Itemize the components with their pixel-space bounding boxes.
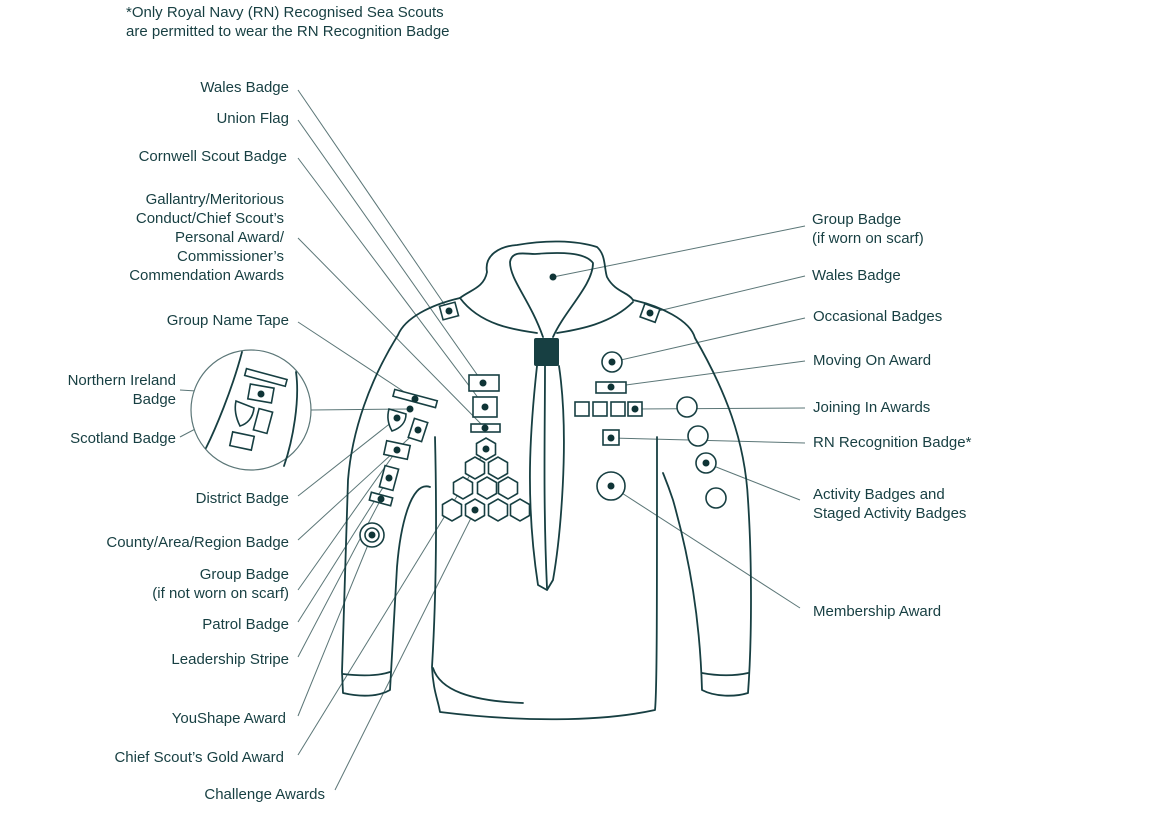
label-group-name-tape: Group Name Tape — [167, 312, 289, 329]
label-moving-on: Moving On Award — [813, 352, 931, 369]
hexagon-badge — [509, 498, 531, 522]
label-gallantry-5: Commendation Awards — [129, 267, 284, 284]
label-gallantry-2: Conduct/Chief Scout’s — [136, 210, 284, 227]
label-wales-badge-left: Wales Badge — [200, 79, 289, 96]
label-cornwell: Cornwell Scout Badge — [139, 148, 287, 165]
label-northern-ireland-1: Northern Ireland — [68, 372, 176, 389]
hexagon-badge — [497, 476, 519, 500]
label-gold: Chief Scout’s Gold Award — [114, 749, 284, 766]
note-line-2: are permitted to wear the RN Recognition… — [126, 23, 450, 40]
badge-dot — [471, 506, 479, 514]
label-scotland: Scotland Badge — [70, 430, 176, 447]
label-wales-badge-right: Wales Badge — [812, 267, 901, 284]
hexagon-badge — [464, 456, 486, 480]
label-leadership: Leadership Stripe — [171, 651, 289, 668]
hexagon-badge — [476, 476, 498, 500]
hexagon-badge — [452, 476, 474, 500]
label-membership: Membership Award — [813, 603, 941, 620]
label-occasional: Occasional Badges — [813, 308, 942, 325]
badges — [359, 273, 727, 548]
label-gallantry-1: Gallantry/Meritorious — [146, 191, 284, 208]
label-activity-2: Staged Activity Badges — [813, 505, 966, 522]
right-labels: Group Badge (if worn on scarf) Wales Bad… — [812, 211, 972, 620]
woggle — [534, 338, 559, 366]
label-county: County/Area/Region Badge — [106, 534, 289, 551]
shirt-outline — [341, 240, 752, 721]
hexagon-badge — [487, 456, 509, 480]
label-youshape: YouShape Award — [172, 710, 286, 727]
label-joining-in: Joining In Awards — [813, 399, 930, 416]
label-group-badge-right-1: Group Badge — [812, 211, 901, 228]
label-gallantry-4: Commissioner’s — [177, 248, 284, 265]
label-northern-ireland-2: Badge — [133, 391, 176, 408]
badge-dot — [482, 445, 490, 453]
label-group-badge-right-2: (if worn on scarf) — [812, 230, 924, 247]
label-union-flag: Union Flag — [216, 110, 289, 127]
inset-magnifier — [190, 349, 312, 471]
left-labels: Wales Badge Union Flag Cornwell Scout Ba… — [68, 79, 325, 803]
label-group-badge-left-2: (if not worn on scarf) — [152, 585, 289, 602]
note-line-1: *Only Royal Navy (RN) Recognised Sea Sco… — [126, 4, 444, 21]
label-district: District Badge — [196, 490, 289, 507]
label-activity-1: Activity Badges and — [813, 486, 945, 503]
label-rn-recognition: RN Recognition Badge* — [813, 434, 972, 451]
label-gallantry-3: Personal Award/ — [175, 229, 285, 246]
label-challenge: Challenge Awards — [204, 786, 325, 803]
label-patrol: Patrol Badge — [202, 616, 289, 633]
label-group-badge-left-1: Group Badge — [200, 566, 289, 583]
hexagon-badge — [487, 498, 509, 522]
hexagon-badge — [441, 498, 463, 522]
